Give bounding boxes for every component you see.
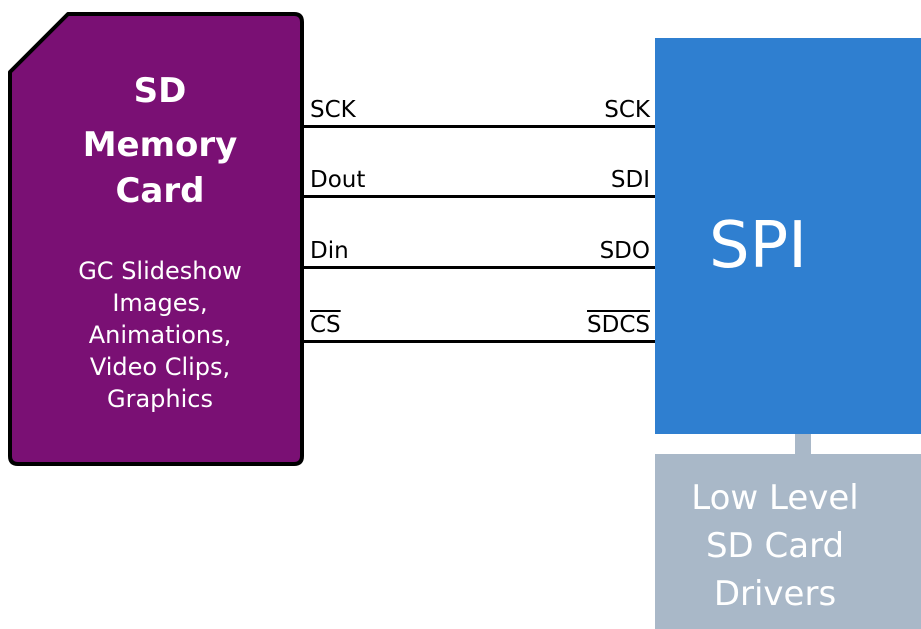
signal-right-sdi: SDI — [610, 167, 650, 193]
driver-label-line-3: Drivers — [713, 574, 837, 614]
signal-right-sdcs: SDCS — [587, 312, 650, 338]
signal-wire-din-sdo — [304, 266, 656, 269]
signal-wire-sck — [304, 125, 656, 128]
card-desc-line-2: Images, — [112, 289, 208, 317]
card-title-line-3: Card — [115, 171, 205, 211]
signal-right-sck: SCK — [604, 97, 650, 123]
signal-left-cs: CS — [310, 312, 341, 338]
driver-label-line-1: Low Level — [691, 478, 859, 518]
signal-wire-dout-sdi — [304, 195, 656, 198]
signal-left-sck: SCK — [310, 97, 356, 123]
sd-memory-card — [8, 12, 304, 466]
card-title-line-2: Memory — [82, 125, 238, 165]
card-desc-line-5: Graphics — [107, 385, 213, 413]
signal-right-sdo: SDO — [599, 238, 650, 264]
spi-driver-connector — [795, 434, 811, 454]
card-desc-line-4: Video Clips, — [89, 353, 231, 381]
signal-left-dout: Dout — [310, 167, 366, 193]
card-desc-line-3: Animations, — [88, 321, 232, 349]
spi-label: SPI — [708, 209, 808, 283]
spi-block — [655, 38, 921, 434]
card-desc-line-1: GC Slideshow — [78, 257, 242, 285]
card-title-line-1: SD — [133, 71, 187, 111]
driver-label-line-2: SD Card — [705, 526, 845, 566]
signal-left-din: Din — [310, 238, 349, 264]
low-level-driver-block — [655, 454, 921, 629]
signal-wire-cs-sdcs — [304, 340, 656, 343]
driver-label: Low Level SD Card Drivers — [655, 474, 895, 618]
